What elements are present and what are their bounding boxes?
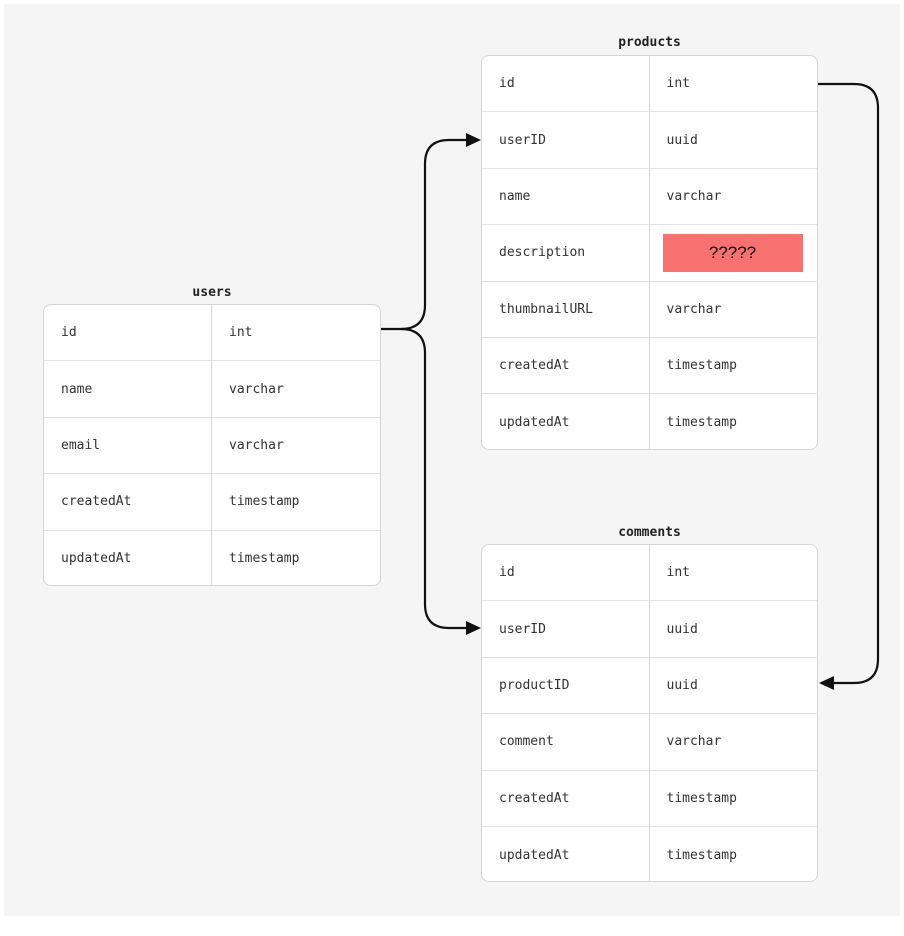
column-type: timestamp <box>666 790 737 806</box>
column-type: uuid <box>666 677 698 693</box>
table-row: userID uuid <box>482 112 817 169</box>
column-type: uuid <box>666 132 698 148</box>
column-type: timestamp <box>666 847 737 863</box>
column-type: int <box>666 76 690 92</box>
users-table-title: users <box>192 285 232 300</box>
table-row: description ????? <box>482 225 818 282</box>
column-name: updatedAt <box>482 394 650 449</box>
table-row: thumbnailURL varchar <box>482 281 817 338</box>
column-name: description <box>482 225 650 281</box>
column-name: productID <box>482 657 650 714</box>
comments-table: id int userID uuid productID uuid commen… <box>481 544 818 882</box>
column-name: email <box>44 417 212 474</box>
table-row: updatedAt timestamp <box>44 530 380 585</box>
table-row: createdAt timestamp <box>482 770 817 827</box>
table-row: email varchar <box>44 417 380 475</box>
unknown-type-highlight: ????? <box>662 233 803 272</box>
column-type: varchar <box>666 301 722 317</box>
column-type: timestamp <box>229 494 300 510</box>
column-type: timestamp <box>666 358 737 374</box>
column-type: int <box>229 325 253 341</box>
column-name: createdAt <box>44 474 212 530</box>
table-row: createdAt timestamp <box>44 474 380 531</box>
column-name: id <box>482 56 650 112</box>
column-name: id <box>44 305 212 361</box>
table-row: id int <box>482 56 817 113</box>
column-name: id <box>482 545 650 601</box>
column-type: int <box>666 565 690 581</box>
column-name: updatedAt <box>44 530 212 585</box>
table-row: comment varchar <box>482 714 817 771</box>
table-row: id int <box>44 305 380 362</box>
column-name: createdAt <box>482 337 650 394</box>
column-name: name <box>44 361 212 417</box>
table-row: userID uuid <box>482 601 817 658</box>
column-type: timestamp <box>229 551 300 567</box>
table-row: createdAt timestamp <box>482 337 817 395</box>
table-row: id int <box>482 545 817 602</box>
column-name: name <box>482 168 650 225</box>
table-row: updatedAt timestamp <box>482 826 817 881</box>
column-type-cell: ????? <box>650 225 818 280</box>
column-type: varchar <box>229 381 284 397</box>
column-name: comment <box>482 714 650 770</box>
column-name: createdAt <box>482 770 650 826</box>
products-table-title: products <box>618 35 681 50</box>
column-name: userID <box>482 112 650 168</box>
table-row: updatedAt timestamp <box>482 394 817 449</box>
column-type: varchar <box>229 437 284 453</box>
comments-table-title: comments <box>618 525 681 540</box>
users-table: id int name varchar email varchar create… <box>43 304 381 586</box>
products-table: id int userID uuid name varchar descript… <box>481 55 818 450</box>
column-name: userID <box>482 601 650 657</box>
column-type: varchar <box>666 188 722 204</box>
table-row: name varchar <box>482 168 817 226</box>
column-type: uuid <box>666 621 698 637</box>
column-name: updatedAt <box>482 826 650 881</box>
table-row: productID uuid <box>482 657 817 715</box>
column-type: timestamp <box>666 415 737 431</box>
table-row: name varchar <box>44 361 380 418</box>
column-type: varchar <box>666 734 722 750</box>
column-name: thumbnailURL <box>482 281 650 337</box>
